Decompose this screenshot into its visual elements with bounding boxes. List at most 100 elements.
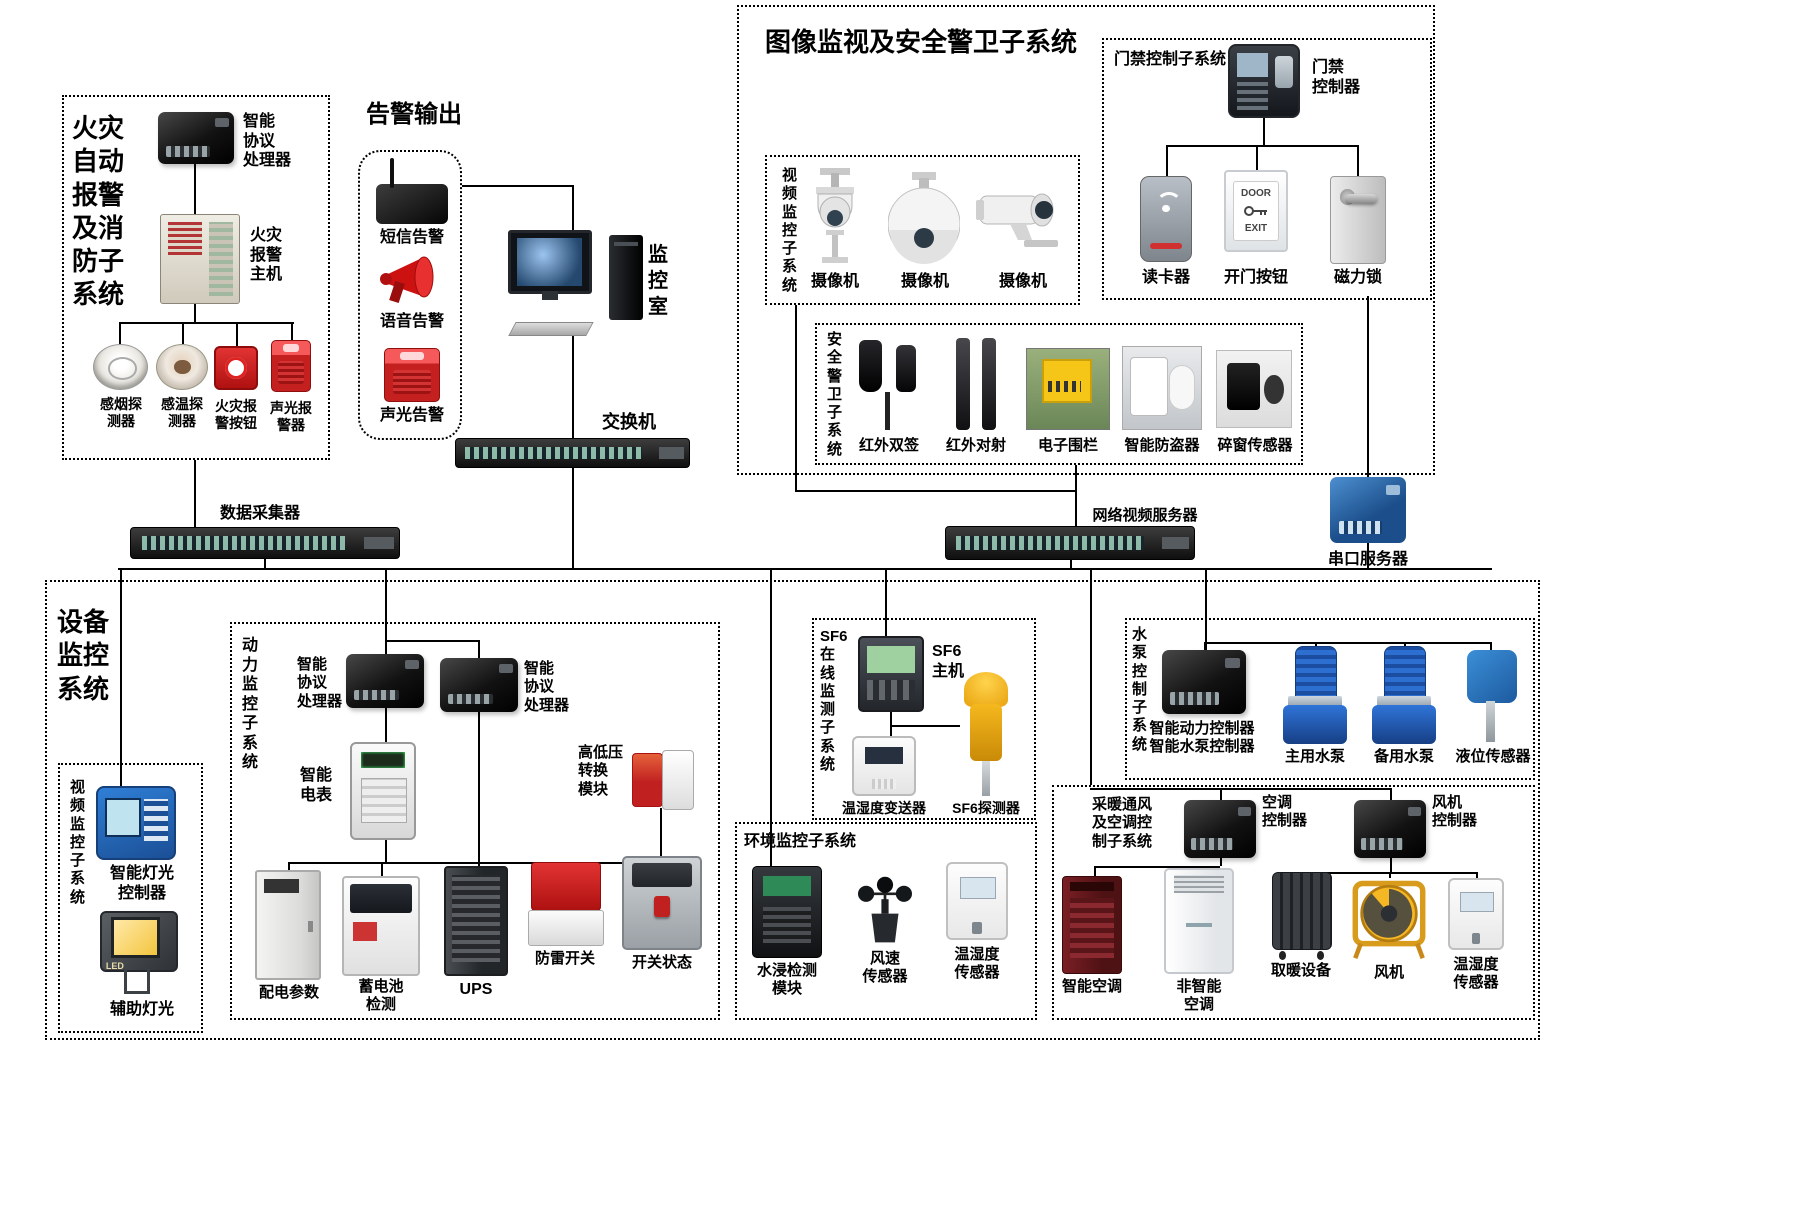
main-bus-line [118, 568, 1492, 570]
fire-protocol-processor-device [158, 112, 234, 164]
level-sensor-label: 液位传感器 [1455, 748, 1531, 765]
dist-params-label: 配电参数 [258, 984, 319, 1001]
connector-line [385, 840, 387, 862]
anti-theft-device [1122, 346, 1202, 430]
connector-line [1166, 145, 1168, 176]
connector-line [1075, 465, 1077, 526]
smoke-detector-label: 感烟探 测器 [100, 396, 142, 430]
connector-line [385, 640, 479, 642]
core-switch-device [455, 438, 690, 468]
connector-line [478, 640, 480, 658]
temp-detector-label: 感温探 测器 [161, 396, 203, 430]
connector-line [1220, 858, 1222, 866]
security-guard-subsystem-box [815, 323, 1303, 465]
surveillance-title: 图像监视及安全警卫子系统 [765, 27, 1078, 57]
pump-flange-detail [1377, 695, 1431, 707]
bullet-camera-device [976, 182, 1068, 260]
power-processor-2-label: 智能 协议 处理器 [524, 660, 570, 714]
floodlight-device: LED [96, 906, 178, 994]
guard-subsystem-title: 安 全 警 卫 子 系 统 [827, 331, 843, 458]
connector-line [288, 862, 662, 864]
collector-switch-device [130, 527, 400, 559]
dist-cabinet-device [255, 870, 321, 980]
connector-line [885, 568, 887, 636]
magnetic-lock-label: 磁力锁 [1333, 269, 1382, 286]
camera3-label: 摄像机 [998, 273, 1047, 290]
access-controller-label: 门禁 控制器 [1312, 59, 1361, 96]
monitor-room-computer [508, 230, 643, 336]
connector-line [264, 559, 266, 568]
alarm-output-box [358, 150, 462, 440]
video2-subsystem-title: 视 频 监 控 子 系 统 [70, 779, 86, 906]
door-button-label: 开门按钮 [1223, 269, 1288, 286]
connector-line [572, 468, 574, 568]
alarm-output-title: 告警输出 [366, 101, 462, 128]
ir-dual-device [855, 336, 923, 430]
connector-line [660, 808, 662, 856]
power-processor-1-device [346, 654, 424, 708]
ups-device [444, 866, 508, 976]
temp-detector-device [156, 344, 208, 390]
wind-sensor-graphic [858, 876, 912, 943]
dome-camera-device [806, 168, 864, 266]
backup-pump-device [1372, 646, 1436, 744]
connector-line [1094, 866, 1096, 876]
connector-line [1357, 145, 1359, 176]
water-module-label: 水浸检测 模块 [756, 962, 817, 998]
wind-sensor-device [850, 874, 920, 946]
connector-line [120, 568, 122, 786]
hvac-control-subsystem-box [1052, 785, 1535, 1020]
video-subsystem-title: 视 频 监 控 子 系 统 [782, 167, 798, 294]
connector-line [1367, 543, 1369, 568]
fan-controller-label: 风机 控制器 [1432, 794, 1478, 830]
dome-camera-graphic [816, 168, 854, 263]
sf6-detector-device [960, 672, 1012, 796]
pump-control-subsystem-box [1125, 618, 1535, 780]
pump-controller-label: 智能动力控制器 智能水泵控制器 [1149, 720, 1255, 756]
core-switch-label: 交换机 [602, 412, 656, 432]
window-break-sensor-device [1216, 350, 1292, 428]
reader-led-detail [1150, 243, 1182, 250]
camera1-label: 摄像机 [810, 273, 859, 290]
switch-state-label: 开关状态 [631, 954, 692, 971]
sf6-detector-label: SF6探测器 [952, 800, 1020, 816]
connector-line [1263, 118, 1265, 145]
access-controller-device [1228, 44, 1300, 118]
battery-tester-device [342, 876, 420, 976]
pc-monitor [508, 230, 592, 300]
connector-line [1070, 560, 1072, 568]
heater-label: 取暖设备 [1270, 962, 1331, 979]
camera2-label: 摄像机 [900, 273, 949, 290]
fire-sound-light-alarm-label: 声光报 警器 [270, 400, 312, 434]
connector-line [1166, 145, 1358, 147]
pump-subsystem-title: 水 泵 控 制 子 系 统 [1132, 626, 1148, 753]
anti-theft-label: 智能防盗器 [1124, 437, 1200, 454]
fingerprint-pad-detail [1274, 55, 1293, 88]
key-icon [1244, 206, 1267, 216]
door-button-text-top: DOOR [1241, 188, 1271, 200]
power-monitor-subsystem-box [230, 622, 720, 1020]
connector-line [890, 725, 960, 727]
connector-line [194, 164, 196, 214]
fan-label: 风机 [1373, 964, 1404, 981]
smart-ac-label: 智能空调 [1061, 978, 1122, 995]
ptz-camera-graphic [888, 172, 960, 264]
voice-alarm-graphic [380, 256, 434, 304]
window-sensor-label: 碎窗传感器 [1217, 437, 1293, 454]
connector-line [182, 322, 184, 344]
connector-line [385, 640, 387, 654]
fire-alarm-button-device [214, 346, 258, 390]
door-button-face: DOOR EXIT [1233, 181, 1279, 241]
ac-controller-device [1184, 800, 1256, 858]
connector-line [1256, 145, 1258, 170]
fire-alarm-host-label: 火灾 报警 主机 [250, 227, 283, 284]
connector-line [291, 322, 293, 340]
th-transmitter-label: 温湿度变送器 [842, 800, 926, 816]
main-pump-device [1283, 646, 1347, 744]
connector-line [1404, 642, 1406, 648]
power-processor-1-label: 智能 协议 处理器 [297, 656, 343, 710]
smart-meter-device [350, 742, 416, 840]
sf6-probe-detail [981, 758, 991, 796]
lightning-switch-label: 防雷开关 [534, 950, 595, 967]
